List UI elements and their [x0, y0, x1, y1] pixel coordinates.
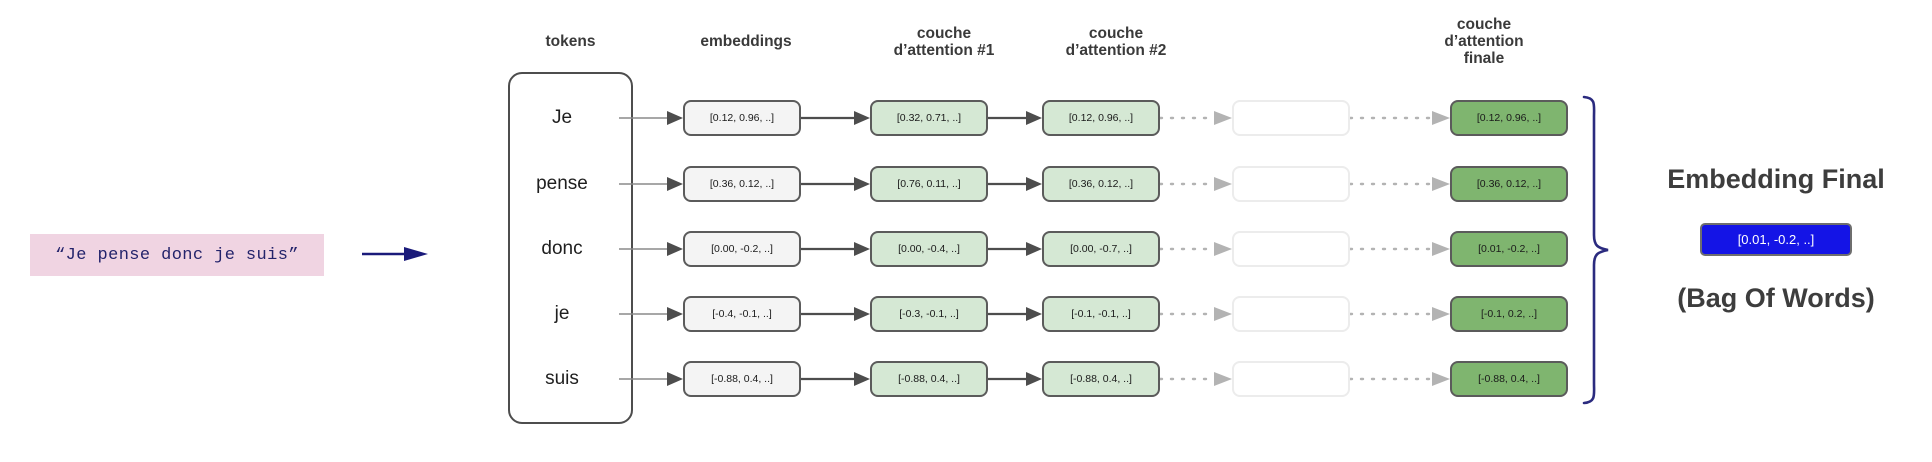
attention-final-box: [0.12, 0.96, ..] [1450, 100, 1568, 136]
token-to-embedding-connector [619, 177, 683, 191]
token-label: Je [551, 107, 573, 128]
embedding-final-value: [0.01, -0.2, ..] [1737, 232, 1815, 247]
column-header-attention-1: couche d’attention #1 [893, 25, 995, 59]
attention-final-value: [-0.1, 0.2, ..] [1480, 308, 1538, 320]
token-label: donc [541, 238, 583, 259]
attention1-to-attention2-arrow [988, 307, 1042, 321]
attention-1-box: [-0.3, -0.1, ..] [870, 296, 988, 332]
hidden-to-final-arrow [1350, 111, 1450, 125]
attention-final-box: [0.36, 0.12, ..] [1450, 166, 1568, 202]
embedding-to-attention1-arrow [801, 372, 870, 386]
attention-1-box: [0.76, 0.11, ..] [870, 166, 988, 202]
embedding-to-attention1-arrow [801, 307, 870, 321]
token-to-embedding-connector [619, 111, 683, 125]
attention-2-value: [0.12, 0.96, ..] [1068, 112, 1134, 124]
token-to-embedding-connector [619, 242, 683, 256]
attention2-to-hidden-arrow [1160, 242, 1232, 256]
embedding-to-attention1-arrow [801, 111, 870, 125]
tokens-container [508, 72, 633, 424]
attention-2-box: [-0.88, 0.4, ..] [1042, 361, 1160, 397]
attention-1-value: [-0.3, -0.1, ..] [899, 308, 959, 320]
attention1-to-attention2-arrow [988, 242, 1042, 256]
attention-1-value: [0.76, 0.11, ..] [897, 178, 961, 190]
attention2-to-hidden-arrow [1160, 372, 1232, 386]
embedding-box: [-0.4, -0.1, ..] [683, 296, 801, 332]
embedding-to-attention1-arrow [801, 242, 870, 256]
attention-2-box: [0.00, -0.7, ..] [1042, 231, 1160, 267]
aggregate-brace [1582, 95, 1609, 405]
attention-2-value: [-0.1, -0.1, ..] [1071, 308, 1131, 320]
attention-2-box: [0.36, 0.12, ..] [1042, 166, 1160, 202]
token-label: suis [545, 368, 579, 389]
token-to-embedding-connector [619, 307, 683, 321]
hidden-to-final-arrow [1350, 372, 1450, 386]
token-label: pense [536, 173, 588, 194]
attention-2-value: [-0.88, 0.4, ..] [1070, 373, 1132, 385]
column-header-attention-2: couche d’attention #2 [1065, 25, 1167, 59]
attention-1-value: [-0.88, 0.4, ..] [898, 373, 960, 385]
embedding-final-title: Embedding Final [1667, 164, 1885, 194]
attention-final-value: [0.01, -0.2, ..] [1478, 243, 1540, 255]
embedding-to-attention1-arrow [801, 177, 870, 191]
attention1-to-attention2-arrow [988, 177, 1042, 191]
hidden-box [1232, 296, 1350, 332]
attention-final-box: [-0.1, 0.2, ..] [1450, 296, 1568, 332]
embedding-value: [0.00, -0.2, ..] [711, 243, 773, 255]
attention-1-value: [0.00, -0.4, ..] [898, 243, 960, 255]
embedding-value: [-0.4, -0.1, ..] [712, 308, 772, 320]
hidden-box [1232, 231, 1350, 267]
attention2-to-hidden-arrow [1160, 177, 1232, 191]
attention-1-value: [0.32, 0.71, ..] [896, 112, 962, 124]
attention-2-value: [0.00, -0.7, ..] [1070, 243, 1132, 255]
input-phrase-box: “Je pense donc je suis” [30, 234, 324, 276]
attention2-to-hidden-arrow [1160, 307, 1232, 321]
column-header-tokens: tokens [545, 33, 596, 50]
hidden-to-final-arrow [1350, 177, 1450, 191]
attention-final-value: [0.12, 0.96, ..] [1476, 112, 1542, 124]
bag-of-words-label: (Bag Of Words) [1677, 283, 1875, 313]
column-header-embeddings: embeddings [700, 33, 792, 50]
hidden-box [1232, 166, 1350, 202]
attention-final-value: [-0.88, 0.4, ..] [1478, 373, 1540, 385]
attention-1-box: [0.32, 0.71, ..] [870, 100, 988, 136]
embedding-value: [0.36, 0.12, ..] [709, 178, 775, 190]
embedding-box: [-0.88, 0.4, ..] [683, 361, 801, 397]
column-header-attention-final: couche d’attention finale [1444, 16, 1524, 67]
attention1-to-attention2-arrow [988, 111, 1042, 125]
attention-2-box: [0.12, 0.96, ..] [1042, 100, 1160, 136]
embedding-value: [-0.88, 0.4, ..] [711, 373, 773, 385]
hidden-to-final-arrow [1350, 307, 1450, 321]
embedding-final-box: [0.01, -0.2, ..] [1700, 223, 1852, 256]
embedding-box: [0.36, 0.12, ..] [683, 166, 801, 202]
token-to-embedding-connector [619, 372, 683, 386]
attention2-to-hidden-arrow [1160, 111, 1232, 125]
attention-1-box: [-0.88, 0.4, ..] [870, 361, 988, 397]
attention-1-box: [0.00, -0.4, ..] [870, 231, 988, 267]
input-phrase-text: “Je pense donc je suis” [55, 245, 299, 265]
attention1-to-attention2-arrow [988, 372, 1042, 386]
token-label: je [554, 303, 570, 324]
hidden-box [1232, 100, 1350, 136]
embedding-box: [0.12, 0.96, ..] [683, 100, 801, 136]
embedding-box: [0.00, -0.2, ..] [683, 231, 801, 267]
attention-final-box: [0.01, -0.2, ..] [1450, 231, 1568, 267]
input-to-tokens-arrow [362, 247, 428, 261]
embedding-value: [0.12, 0.96, ..] [709, 112, 775, 124]
attention-final-box: [-0.88, 0.4, ..] [1450, 361, 1568, 397]
attention-2-value: [0.36, 0.12, ..] [1068, 178, 1134, 190]
hidden-to-final-arrow [1350, 242, 1450, 256]
hidden-box [1232, 361, 1350, 397]
attention-final-value: [0.36, 0.12, ..] [1476, 178, 1542, 190]
attention-2-box: [-0.1, -0.1, ..] [1042, 296, 1160, 332]
